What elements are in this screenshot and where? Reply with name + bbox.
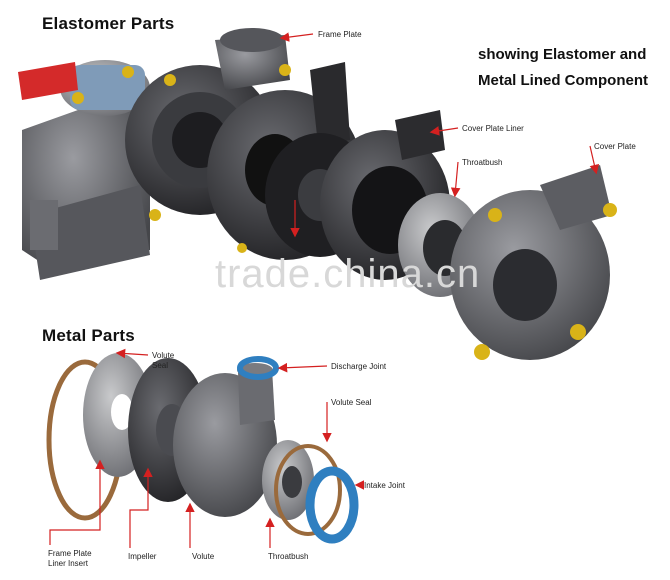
callout-frame-plate-liner-insert-line-2: Liner Insert: [48, 559, 89, 568]
metal-parts-heading: Metal Parts: [42, 326, 135, 345]
subtitle-line-2: Metal Lined Component: [478, 72, 648, 89]
callout-cover-plate-liner: Cover Plate Liner: [462, 124, 524, 133]
callout-volute-seal-1-line-2: Seal: [152, 361, 169, 370]
callout-throatbush-elastomer: Throatbush: [462, 158, 503, 167]
callout-volute: Volute: [192, 552, 215, 561]
volute-seal-ring-2: [274, 444, 342, 536]
callout-throatbush-metal: Throatbush: [268, 552, 309, 561]
intake-joint: [305, 466, 359, 544]
cover-plate: [450, 165, 617, 360]
callout-cover-plate: Cover Plate: [594, 142, 636, 151]
bearing-frame: [22, 95, 150, 280]
callout-discharge-joint: Discharge Joint: [331, 362, 387, 371]
elastomer-parts-heading: Elastomer Parts: [42, 14, 175, 33]
callout-intake-joint: Intake Joint: [364, 481, 405, 490]
subtitle-line-1: showing Elastomer and: [478, 46, 647, 63]
callout-impeller: Impeller: [128, 552, 157, 561]
callout-frame-plate-liner-insert-line-1: Frame Plate: [48, 549, 92, 558]
discharge-joint: [237, 356, 279, 380]
watermark-text: trade.china.cn: [215, 252, 481, 296]
callout-volute-seal-2: Volute Seal: [331, 398, 372, 407]
callout-volute-seal-1-line-1: Volute: [152, 351, 175, 360]
yellow-bolts: [72, 64, 291, 253]
callout-frame-plate: Frame Plate: [318, 30, 362, 39]
